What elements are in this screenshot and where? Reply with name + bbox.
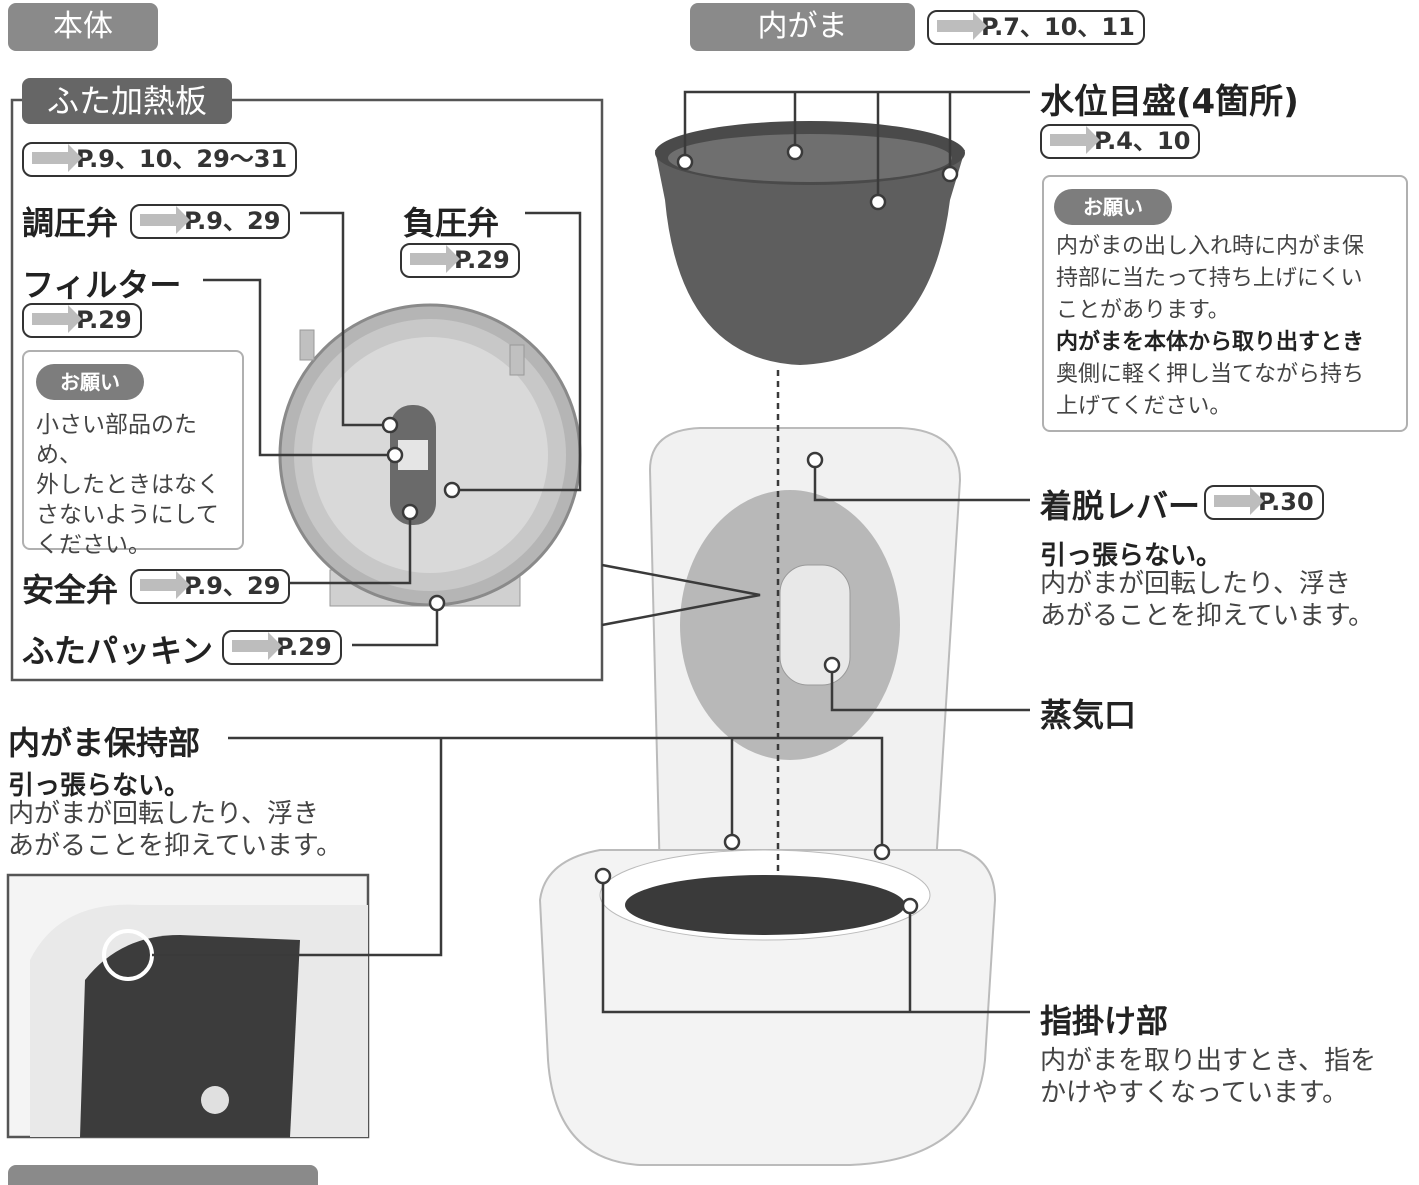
arrow-icon [1050,126,1100,154]
arrow-icon [410,245,460,273]
negative-valve-ref[interactable]: P.29 [400,243,520,278]
lever-ref[interactable]: P.30 [1204,485,1324,520]
arrow-icon [1214,487,1264,515]
steam-vent-label: 蒸気口 [1040,696,1137,734]
water-request-box: お願い 内がまの出し入れ時に内がま保 持部に当たって持ち上げにくい ことがありま… [1042,175,1408,432]
safety-valve-label: 安全弁 [22,571,119,609]
lid-packing-ref[interactable]: P.29 [222,630,342,665]
lid-panel-frame [10,98,604,682]
inner-pot-image [655,121,965,365]
lid-plate-image [278,303,582,607]
holder-warning: 引っ張らない。 [8,771,191,801]
arrow-icon [140,571,190,599]
negative-valve-label: 負圧弁 [403,204,500,242]
lid-request-text: 小さい部品のため、 外したときはなく さないようにして ください。 [36,412,220,558]
lever-label: 着脱レバー [1040,487,1201,525]
inner-pot-ref[interactable]: P.7、10、11 [927,10,1145,45]
arrow-icon [32,305,82,333]
request-badge: お願い [36,364,144,400]
rice-cooker-image [538,427,997,1166]
lid-panel-title: ふた加熱板 [22,78,232,124]
lid-panel-ref[interactable]: P.9、10、29〜31 [22,142,298,177]
arrow-icon [32,144,82,172]
filter-label: フィルター [22,266,182,304]
pressure-valve-ref[interactable]: P.9、29 [130,204,291,239]
lever-warning: 引っ張らない。 [1040,541,1223,571]
pressure-valve-label: 調圧弁 [22,204,119,242]
request-badge: お願い [1054,189,1172,225]
next-section-tag [8,1165,318,1185]
lid-request-box: お願い 小さい部品のため、 外したときはなく さないようにして ください。 [22,350,244,558]
arrow-icon [937,12,987,40]
holder-zoom-image [6,873,370,1139]
water-level-label: 水位目盛(4箇所) [1040,82,1299,122]
filter-ref[interactable]: P.29 [22,303,142,338]
finger-grip-label: 指掛け部 [1040,1002,1169,1040]
main-unit-tag: 本体 [8,3,158,51]
holder-label: 内がま保持部 [8,724,201,762]
safety-valve-ref[interactable]: P.9、29 [130,569,291,604]
water-request-text: 内がまの出し入れ時に内がま保 持部に当たって持ち上げにくい ことがあります。 内… [1056,234,1365,419]
lever-desc: 内がまが回転したり、浮き あがることを抑えています。 [1040,569,1375,631]
arrow-icon [232,632,282,660]
holder-desc: 内がまが回転したり、浮き あがることを抑えています。 [8,799,343,861]
inner-pot-tag: 内がま [690,3,915,51]
water-level-ref[interactable]: P.4、10 [1040,124,1201,159]
arrow-icon [140,206,190,234]
finger-grip-desc: 内がまを取り出すとき、指を かけやすくなっています。 [1040,1046,1377,1108]
lid-packing-label: ふたパッキン [22,632,214,670]
